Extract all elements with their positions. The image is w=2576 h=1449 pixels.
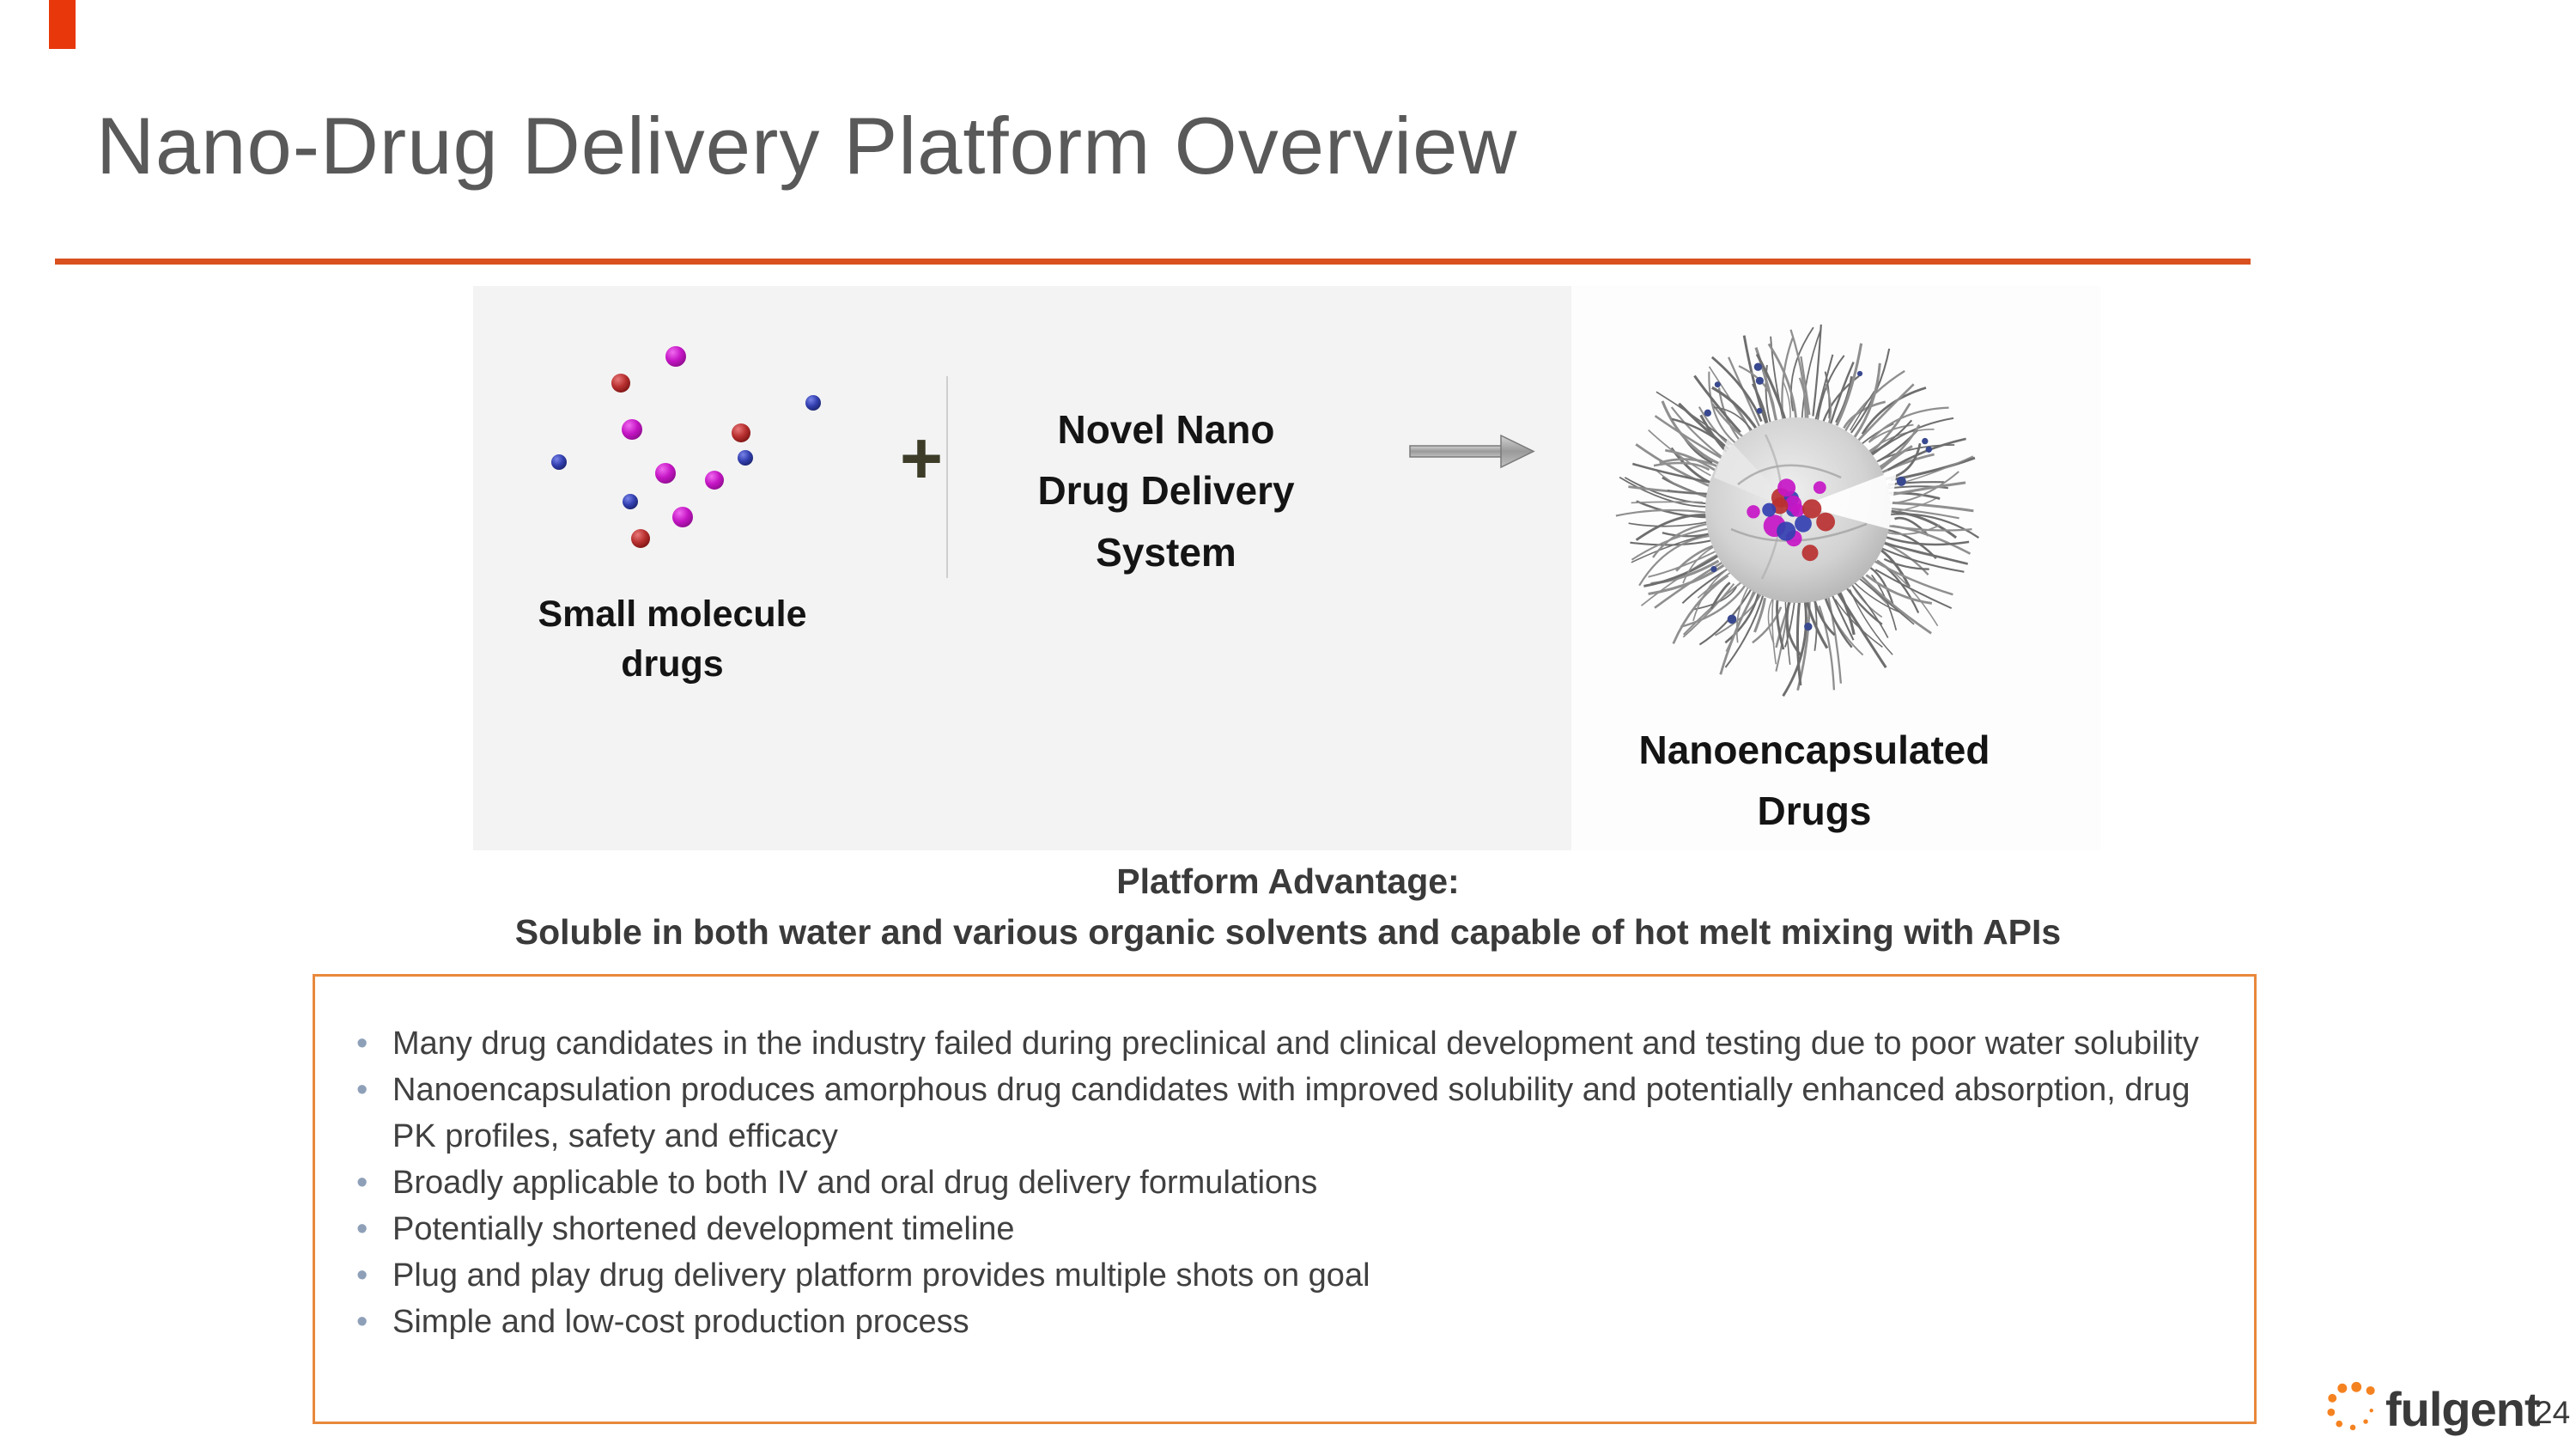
plus-icon: + <box>899 417 944 500</box>
bullet-item: Simple and low-cost production process <box>349 1300 2213 1346</box>
process-diagram: Small molecule drugs + Novel Nano Drug D… <box>473 286 2101 850</box>
key-points-box: Many drug candidates in the industry fai… <box>313 974 2257 1424</box>
bullet-item: Many drug candidates in the industry fai… <box>349 1021 2213 1068</box>
small-molecule-label: Small molecule drugs <box>538 594 807 685</box>
nanoparticle-spikes <box>1615 324 1980 697</box>
bullet-item: Nanoencapsulation produces amorphous dru… <box>349 1068 2213 1160</box>
right-arrow-icon <box>1409 434 1535 469</box>
system-label: Novel Nano Drug Delivery System <box>1037 407 1295 575</box>
fulgent-logo-text: fulgent <box>2385 1382 2541 1436</box>
core-highlight <box>1802 470 1897 529</box>
bullet-list: Many drug candidates in the industry fai… <box>315 977 2254 1346</box>
diagram-divider-line <box>946 376 948 578</box>
nanoencapsulated-label: Nanoencapsulated Drugs <box>1638 728 1990 834</box>
bullet-item: Plug and play drug delivery platform pro… <box>349 1253 2213 1300</box>
nanoparticle-core-dots <box>1704 362 1932 631</box>
page-title: Nano-Drug Delivery Platform Overview <box>96 100 1518 191</box>
platform-advantage-subheading: Soluble in both water and various organi… <box>514 912 2062 952</box>
platform-advantage-heading: Platform Advantage: <box>1116 861 1460 901</box>
small-molecule-dots-graphic <box>551 346 821 548</box>
title-divider-rule <box>55 259 2251 265</box>
page-number: 24 <box>2535 1395 2571 1430</box>
bullet-item: Potentially shortened development timeli… <box>349 1207 2213 1253</box>
corner-accent-mark <box>49 0 76 49</box>
bullet-item: Broadly applicable to both IV and oral d… <box>349 1160 2213 1207</box>
fulgent-logo-icon <box>2327 1381 2375 1431</box>
nanoparticle-graphic <box>1615 324 1980 697</box>
